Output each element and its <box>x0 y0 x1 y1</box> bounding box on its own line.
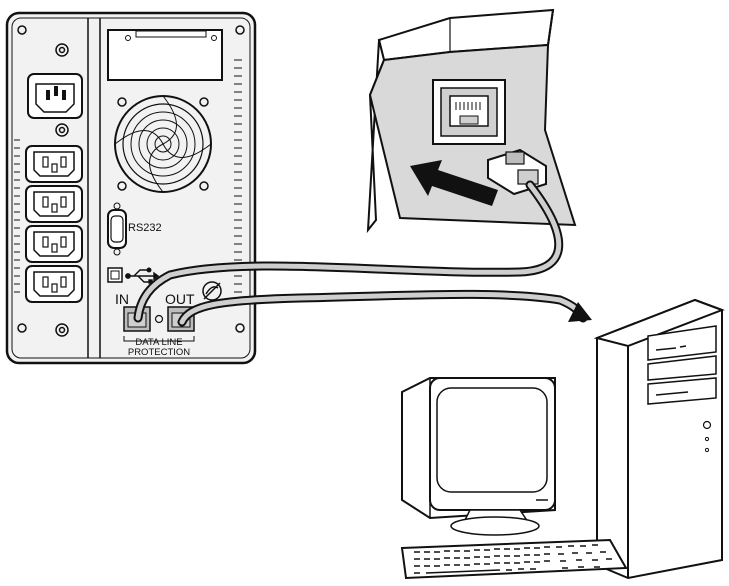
ac-input-socket <box>27 73 83 119</box>
rs232-label: RS232 <box>128 222 162 234</box>
output-socket-1 <box>25 145 83 183</box>
cable-wall-to-ups-in <box>133 180 564 323</box>
vent-ticks-left <box>14 139 20 293</box>
arrow-icon <box>410 160 498 206</box>
output-socket-3 <box>25 225 83 263</box>
cable-ups-out-to-computer <box>177 289 588 327</box>
computer-monitor <box>401 377 556 536</box>
rs232-port <box>107 202 127 256</box>
phone-icon <box>202 281 222 301</box>
usb-icon <box>125 267 160 284</box>
vent-ticks-right <box>234 59 242 301</box>
output-socket-4 <box>25 265 83 303</box>
wall-jack-panel <box>366 8 577 234</box>
ups-rear-panel: RS232 IN OUT <box>5 11 257 365</box>
in-label: IN <box>115 291 129 307</box>
data-line-label-line2: PROTECTION <box>128 347 190 358</box>
usb-port <box>107 267 123 283</box>
slot-cover-plate <box>107 29 223 81</box>
out-label: OUT <box>165 291 195 307</box>
computer-tower <box>593 298 725 580</box>
panel-screws <box>17 25 245 337</box>
computer-keyboard <box>400 538 628 580</box>
data-line-label-line1: DATA LINE <box>135 337 182 348</box>
cooling-fan <box>114 95 212 193</box>
arrow-to-computer <box>568 302 592 322</box>
output-socket-2 <box>25 185 83 223</box>
